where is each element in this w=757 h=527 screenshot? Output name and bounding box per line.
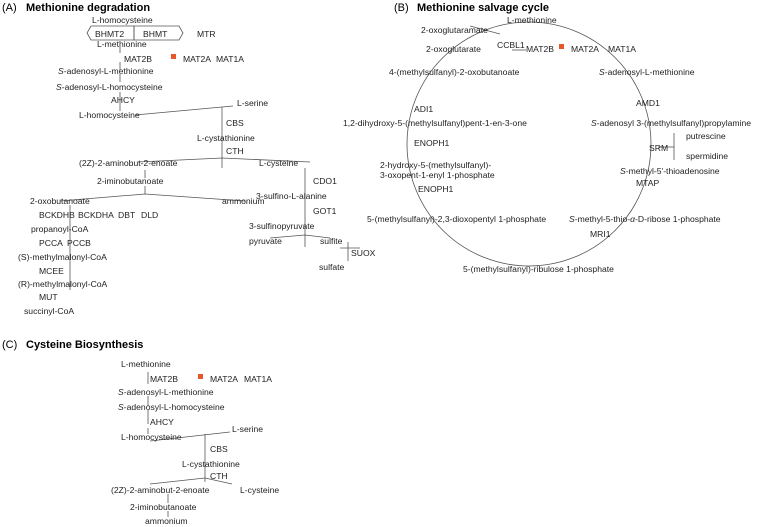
pcca-enzyme: PCCA <box>39 238 63 248</box>
hydroxy-node-line2: 3-oxopent-1-enyl 1-phosphate <box>380 170 495 180</box>
sulfinoalanine-node: 3-sulfino-L-alanine <box>256 191 327 201</box>
cdo1-enzyme: CDO1 <box>313 176 337 186</box>
bhmt2-box <box>86 25 135 41</box>
sulfate-node: sulfate <box>319 262 345 272</box>
panel-a-title: Methionine degradation <box>26 2 150 14</box>
panel-c-title: Cysteine Biosynthesis <box>26 339 143 351</box>
s-methylmalonyl-node: (S)-methylmalonyl-CoA <box>18 252 107 262</box>
mat2b-marker <box>171 54 176 59</box>
cys-ammonium-node: ammonium <box>145 516 188 526</box>
oxobutanoate-node: 2-oxobutanoate <box>30 196 90 206</box>
cbs-enzyme: CBS <box>226 118 244 128</box>
iminobutanoate-node: 2-iminobutanoate <box>97 176 164 186</box>
serine-node: L-serine <box>237 98 268 108</box>
cys-aminobutenoate-node: (2Z)-2-aminobut-2-enoate <box>111 485 210 495</box>
ribulose-node: 5-(methylsulfanyl)-ribulose 1-phosphate <box>463 264 614 274</box>
cystathionine-node: L-cystathionine <box>197 133 255 143</box>
cys-homocysteine-node: L-homocysteine <box>121 432 182 442</box>
salvage-cycle-ring <box>406 21 652 267</box>
mat2b-enzyme: MAT2B <box>124 54 152 64</box>
ahcy-enzyme: AHCY <box>111 95 135 105</box>
bhmt-box <box>133 25 184 41</box>
cys-serine-node: L-serine <box>232 424 263 434</box>
mri1-enzyme: MRI1 <box>590 229 611 239</box>
srm-enzyme: SRM <box>649 143 668 153</box>
salvage-mat1a-enzyme: MAT1A <box>608 44 636 54</box>
oxoglutaramate-node: 2-oxoglutaramate <box>421 25 488 35</box>
dihydroxy-node: 1,2-dihydroxy-5-(methylsulfanyl)pent-1-e… <box>343 118 527 128</box>
panel-b-title: Methionine salvage cycle <box>417 2 549 14</box>
suox-enzyme: SUOX <box>351 248 376 258</box>
cys-mat2b-enzyme: MAT2B <box>150 374 178 384</box>
dcsam-node: S-adenosyl 3-(methylsulfanyl)propylamine <box>591 118 751 128</box>
cys-cth-enzyme: CTH <box>210 471 228 481</box>
homocysteine-node: L-homocysteine <box>79 110 140 120</box>
sulfite-node: sulfite <box>320 236 343 246</box>
panel-b-label: (B) <box>394 2 409 14</box>
got1-enzyme: GOT1 <box>313 206 337 216</box>
salvage-methionine-node: L-methionine <box>507 15 557 25</box>
cys-mat1a-enzyme: MAT1A <box>244 374 272 384</box>
putrescine-node: putrescine <box>686 131 726 141</box>
salvage-mat2b-enzyme: MAT2B <box>526 44 554 54</box>
propanoyl-node: propanoyl-CoA <box>31 224 89 234</box>
dbt-enzyme: DBT <box>118 210 136 220</box>
hydroxy-node-line1: 2-hydroxy-5-(methylsulfanyl)- <box>380 160 491 170</box>
cys-mat2b-marker <box>198 374 203 379</box>
sam-node: S-adenosyl-L-methionine <box>58 66 154 76</box>
cys-cysteine-node: L-cysteine <box>240 485 279 495</box>
panel-c: (C) Cysteine Biosynthesis L-methionine M… <box>2 339 279 526</box>
mta-node: S-methyl-5'-thioadenosine <box>620 166 720 176</box>
oxoglutarate-node: 2-oxoglutarate <box>426 44 481 54</box>
panel-a: (A) Methionine degradation L-homocystein… <box>2 2 376 316</box>
bckdhb-enzyme: BCKDHB <box>39 210 75 220</box>
salvage-sam-node: S-adenosyl-L-methionine <box>599 67 695 77</box>
enoph1-enzyme-a: ENOPH1 <box>414 138 450 148</box>
cys-cystathionine-node: L-cystathionine <box>182 459 240 469</box>
r-methylmalonyl-node: (R)-methylmalonyl-CoA <box>18 279 108 289</box>
dld-enzyme: DLD <box>141 210 158 220</box>
mob-node: 4-(methylsulfanyl)-2-oxobutanoate <box>389 67 520 77</box>
succinyl-node: succinyl-CoA <box>24 306 74 316</box>
mtap-enzyme: MTAP <box>636 178 660 188</box>
salvage-mat2b-marker <box>559 44 564 49</box>
homocysteine-top-node: L-homocysteine <box>92 15 153 25</box>
sah-node: S-adenosyl-L-homocysteine <box>56 82 163 92</box>
cys-sam-node: S-adenosyl-L-methionine <box>118 387 214 397</box>
bckdha-enzyme: BCKDHA <box>78 210 114 220</box>
amd1-enzyme: AMD1 <box>636 98 660 108</box>
mat1a-enzyme: MAT1A <box>216 54 244 64</box>
cys-methionine-node: L-methionine <box>121 359 171 369</box>
adi1-enzyme: ADI1 <box>414 104 433 114</box>
enoph1-enzyme-b: ENOPH1 <box>418 184 454 194</box>
bhmt-enzyme: BHMT <box>143 29 168 39</box>
mcee-enzyme: MCEE <box>39 266 64 276</box>
ccbl1-enzyme: CCBL1 <box>497 40 525 50</box>
cys-mat2a-enzyme: MAT2A <box>210 374 238 384</box>
cys-iminobutanoate-node: 2-iminobutanoate <box>130 502 197 512</box>
ammonium-node: ammonium <box>222 196 265 206</box>
pyruvate-node: pyruvate <box>249 236 282 246</box>
diketo-node: 5-(methylsulfanyl)-2,3-dioxopentyl 1-pho… <box>367 214 546 224</box>
spermidine-node: spermidine <box>686 151 728 161</box>
cys-sah-node: S-adenosyl-L-homocysteine <box>118 402 225 412</box>
mtr1p-node: S-methyl-5-thio-α-D-ribose 1-phosphate <box>569 214 721 224</box>
panel-b: (B) Methionine salvage cycle L-methionin… <box>343 2 751 274</box>
salvage-mat2a-enzyme: MAT2A <box>571 44 599 54</box>
aminobutenoate-node: (2Z)-2-aminobut-2-enoate <box>79 158 178 168</box>
pccb-enzyme: PCCB <box>67 238 91 248</box>
mat2a-enzyme: MAT2A <box>183 54 211 64</box>
mut-enzyme: MUT <box>39 292 58 302</box>
sulfinopyruvate-node: 3-sulfinopyruvate <box>249 221 315 231</box>
cth-enzyme: CTH <box>226 146 244 156</box>
methionine-node: L-methionine <box>97 39 147 49</box>
cys-cbs-enzyme: CBS <box>210 444 228 454</box>
cys-ahcy-enzyme: AHCY <box>150 417 174 427</box>
cysteine-node: L-cysteine <box>259 158 298 168</box>
panel-a-label: (A) <box>2 2 17 14</box>
mtr-enzyme: MTR <box>197 29 216 39</box>
panel-c-label: (C) <box>2 339 17 351</box>
bhmt2-enzyme: BHMT2 <box>95 29 124 39</box>
